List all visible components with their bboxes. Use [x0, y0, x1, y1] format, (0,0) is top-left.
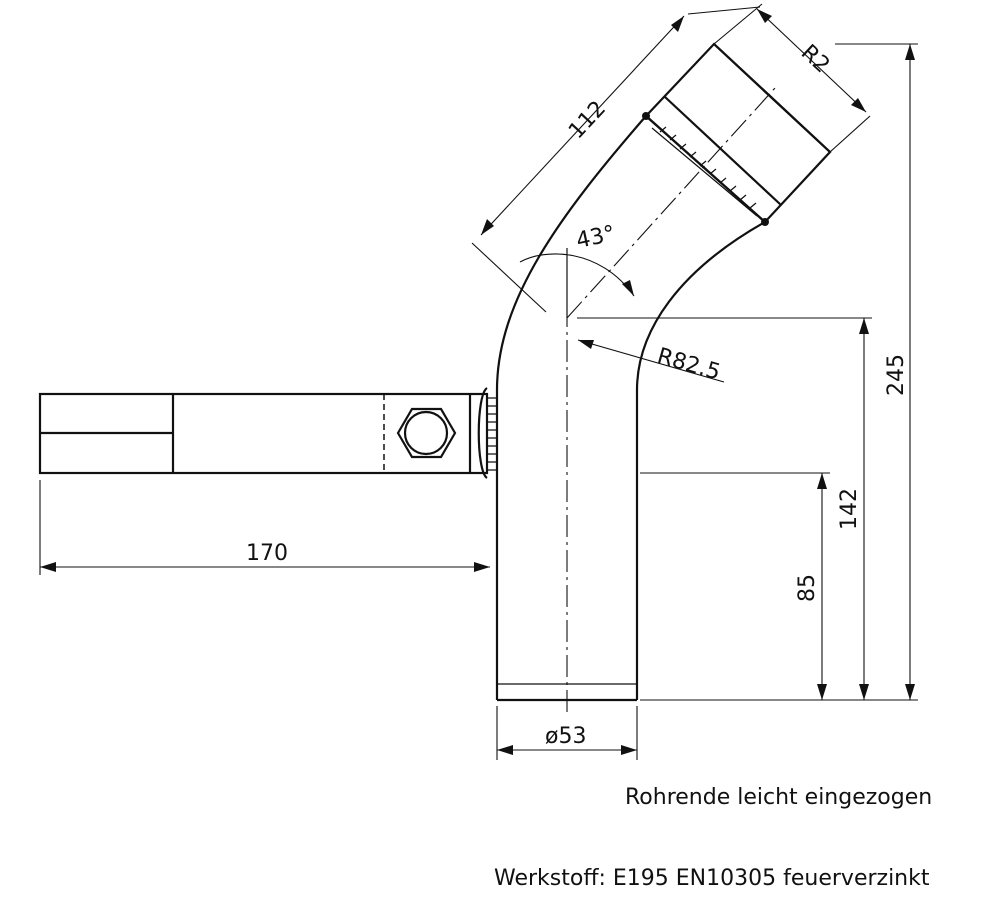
dimension-diameter: ø53 [496, 706, 638, 760]
dim-diameter-label: ø53 [545, 724, 586, 749]
dimension-170: 170 [39, 480, 490, 575]
dimension-bend-radius: R82.5 [577, 339, 725, 386]
dim-142-label: 142 [837, 488, 862, 530]
note-tube-end: Rohrende leicht eingezogen [625, 785, 933, 810]
dimension-112: 112 [471, 6, 761, 313]
bent-tube [495, 112, 769, 702]
dim-thread-label: R2 [796, 40, 834, 78]
hex-nut-icon [396, 407, 457, 459]
dim-bend-radius-label: R82.5 [654, 344, 723, 386]
dimension-85: 85 [640, 472, 830, 700]
horizontal-bar [38, 392, 489, 475]
dim-angle-label: 43° [574, 221, 617, 254]
centerlines [566, 87, 776, 712]
threaded-end [644, 42, 832, 224]
weld-seam-vertical [477, 387, 497, 479]
dim-170-label: 170 [246, 541, 288, 566]
dimension-245: 245 [835, 43, 918, 700]
note-material: Werkstoff: E195 EN10305 feuerverzinkt [494, 866, 930, 891]
dim-112-label: 112 [564, 96, 611, 144]
dim-85-label: 85 [795, 574, 820, 602]
dim-245-label: 245 [884, 354, 909, 396]
dimension-142: 142 [577, 317, 872, 700]
